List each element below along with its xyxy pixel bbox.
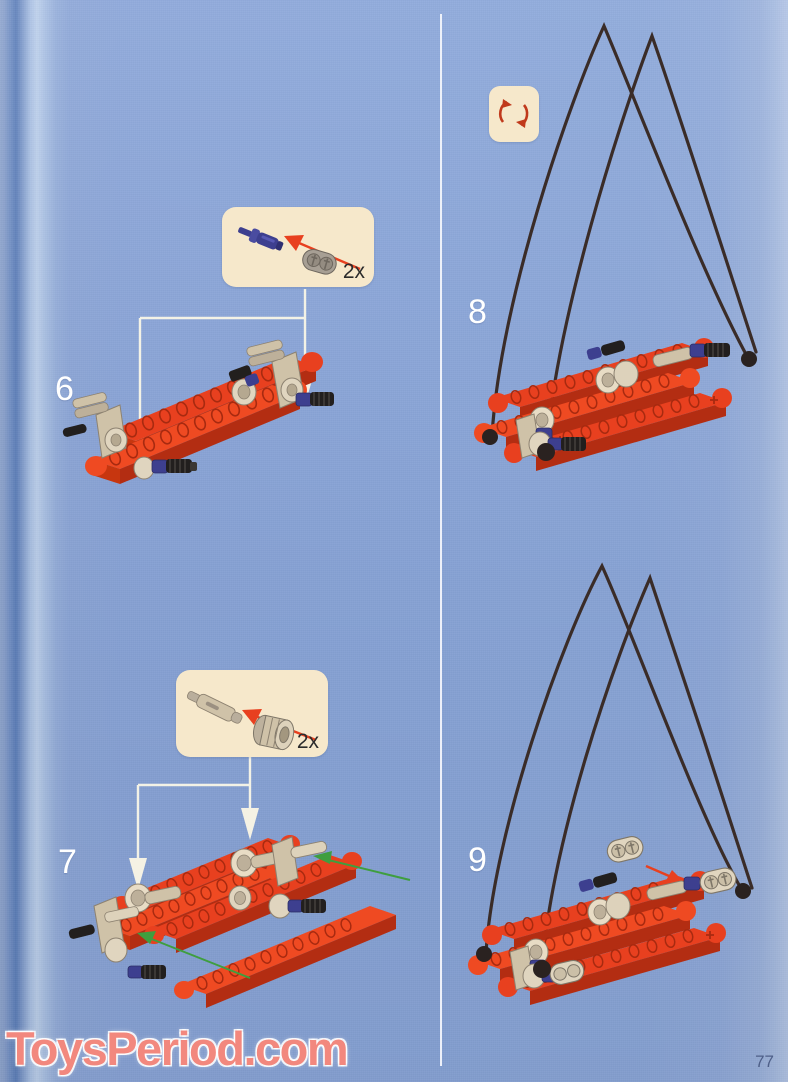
step-7-number: 7 (58, 843, 77, 881)
step-6-callout-art (238, 227, 361, 275)
step-9-new-part (606, 836, 684, 884)
left-bracket (62, 392, 128, 459)
step-8-number: 8 (468, 293, 487, 331)
step-9-number: 9 (468, 841, 487, 879)
step7-left-bushing (124, 883, 182, 913)
rotate-icon (498, 99, 529, 128)
step-7-parts-callout: 2x (176, 670, 328, 757)
step-7-callout-art (186, 691, 317, 751)
column-divider (440, 14, 442, 1066)
right-bracket (246, 339, 305, 409)
page-number: 77 (755, 1052, 774, 1071)
site-watermark: ToysPeriod.com (6, 1022, 349, 1075)
step-6-quantity-label: 2x (342, 260, 365, 283)
step-7-assembly-arrows (137, 851, 411, 979)
step-9-strings (484, 562, 754, 970)
step-7-quantity-label: 2x (296, 730, 319, 753)
step-6-number: 6 (55, 370, 74, 408)
step7-right-bushing (230, 836, 328, 887)
step-6-parts-callout: 2x (222, 207, 374, 287)
step-8-rotate-badge (489, 86, 539, 142)
step-8-strings (490, 22, 758, 454)
